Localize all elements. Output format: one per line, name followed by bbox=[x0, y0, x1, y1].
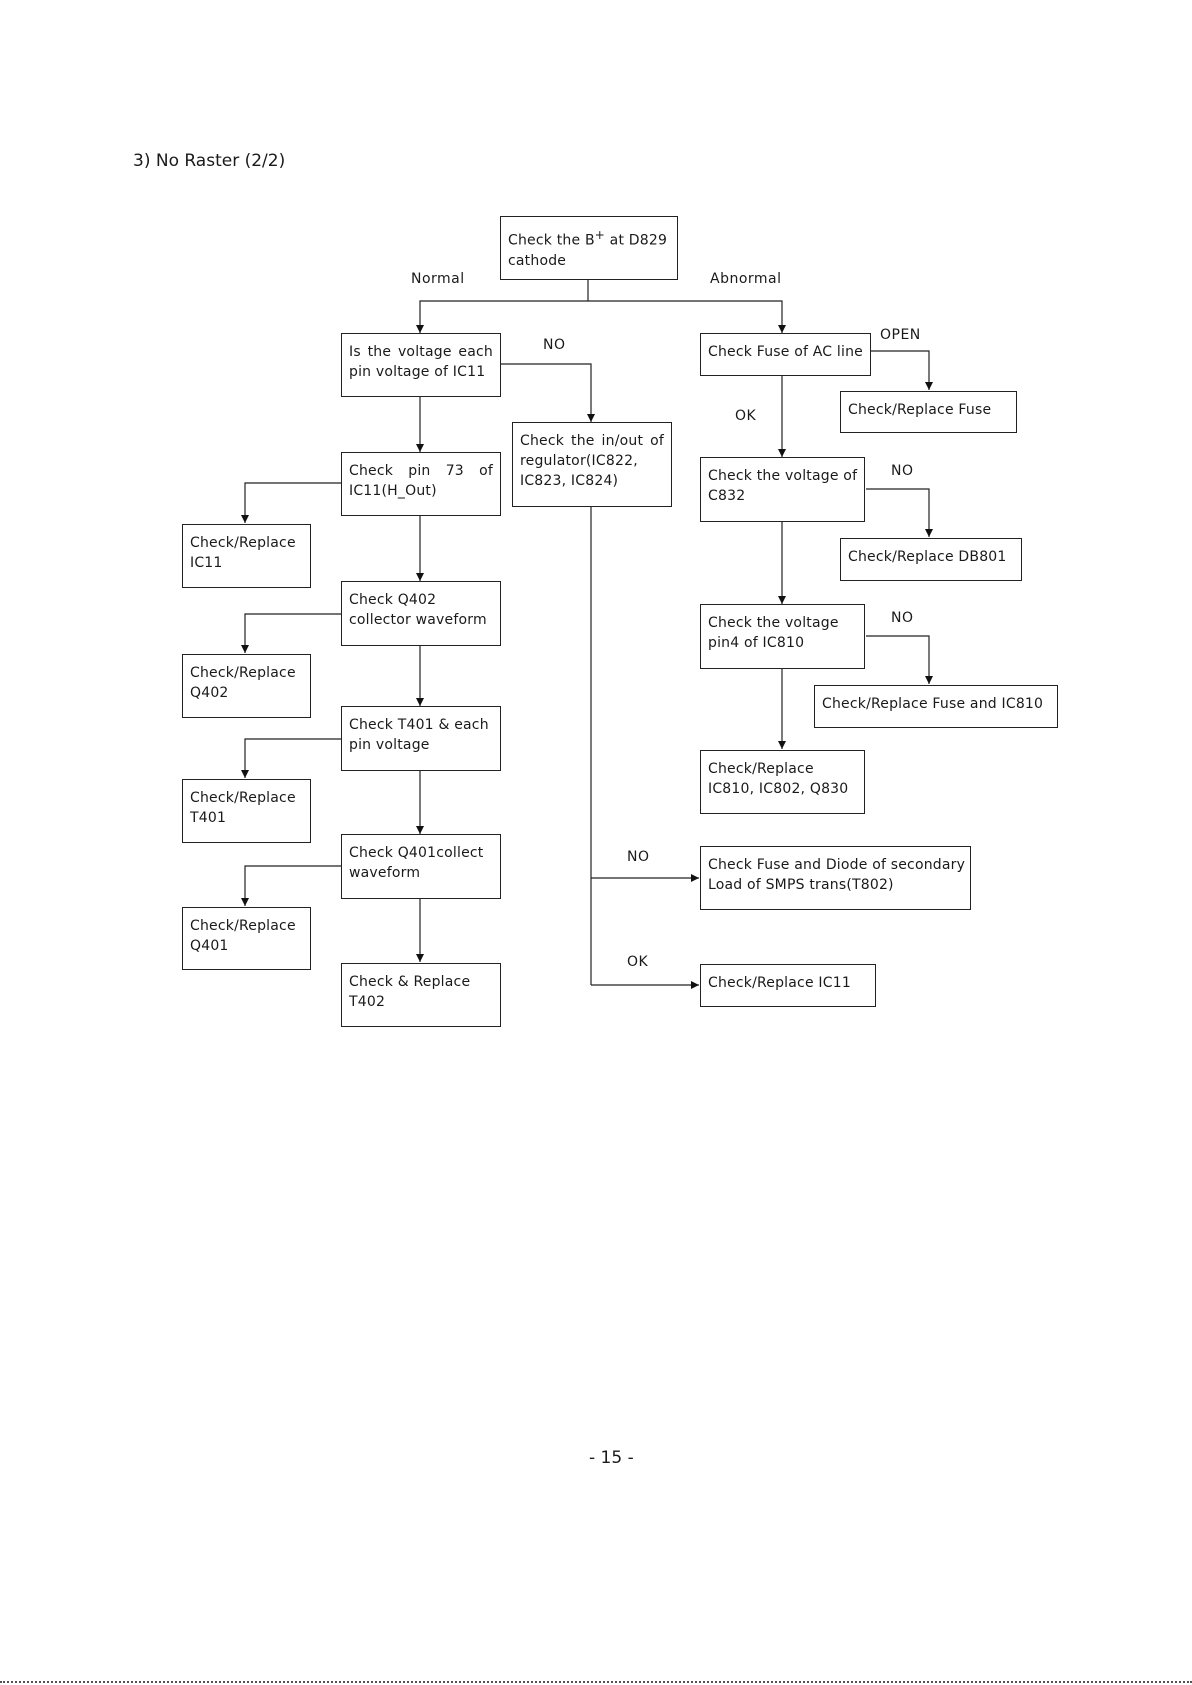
label-no-c832: NO bbox=[891, 463, 914, 479]
fuse-ac-line1: Check Fuse of AC line bbox=[708, 344, 864, 360]
label-no-fuse-diode: NO bbox=[627, 849, 650, 865]
fuse-diode-line1: Check Fuse and Diode of secondary bbox=[708, 857, 966, 873]
replace-ic810-line2: IC810, IC802, Q830 bbox=[708, 781, 849, 797]
replace-fuse-ic810-line1: Check/Replace Fuse and IC810 bbox=[822, 696, 1044, 712]
q402-line2: collector waveform bbox=[349, 612, 487, 628]
c832-line1: Check the voltage of bbox=[708, 468, 858, 484]
regulator-line3: IC823, IC824) bbox=[520, 473, 619, 489]
replace-fuse-line1: Check/Replace Fuse bbox=[848, 402, 992, 418]
replace-q402-line2: Q402 bbox=[190, 685, 229, 701]
c832-box: Check the voltage of C832 bbox=[700, 457, 865, 522]
label-abnormal: Abnormal bbox=[710, 271, 782, 287]
t401-line1: Check T401 & each bbox=[349, 717, 489, 733]
connector-q401-to-replace-q401 bbox=[241, 865, 341, 906]
q401-line2: waveform bbox=[349, 865, 421, 881]
regulator-line2: regulator(IC822, bbox=[520, 453, 638, 469]
bottom-rule bbox=[0, 1681, 1192, 1683]
label-ok-ic11: OK bbox=[627, 954, 649, 970]
replace-fuse-ic810-box: Check/Replace Fuse and IC810 bbox=[814, 685, 1058, 728]
page-title: 3) No Raster (2/2) bbox=[133, 151, 286, 171]
t401-line2: pin voltage bbox=[349, 737, 430, 753]
replace-ic810-box: Check/Replace IC810, IC802, Q830 bbox=[700, 750, 865, 814]
start-box-superscript: + bbox=[594, 228, 606, 242]
label-no-ic810: NO bbox=[891, 610, 914, 626]
c832-line2: C832 bbox=[708, 488, 746, 504]
connector-q402-to-replace-q402 bbox=[241, 613, 341, 653]
replace-db801-line1: Check/Replace DB801 bbox=[848, 549, 1007, 565]
label-ok-fuse: OK bbox=[735, 408, 757, 424]
replace-q401-line1: Check/Replace bbox=[190, 918, 296, 934]
fuse-diode-line2: Load of SMPS trans(T802) bbox=[708, 877, 894, 893]
fuse-diode-box: Check Fuse and Diode of secondary Load o… bbox=[700, 846, 971, 910]
replace-t401-box: Check/Replace T401 bbox=[182, 779, 311, 843]
ic810-pin4-box: Check the voltage pin4 of IC810 bbox=[700, 604, 865, 669]
replace-t402-line1: Check & Replace bbox=[349, 974, 471, 990]
pin73-box: Check pin 73 of IC11(H_Out) bbox=[341, 452, 501, 516]
replace-ic11-line2: IC11 bbox=[190, 555, 223, 571]
ic11-voltage-line2: pin voltage of IC11 bbox=[349, 364, 486, 380]
replace-ic11-b-line1: Check/Replace IC11 bbox=[708, 975, 851, 991]
replace-t402-line2: T402 bbox=[349, 994, 386, 1010]
q402-box: Check Q402 collector waveform bbox=[341, 581, 501, 646]
ic810-pin4-line1: Check the voltage bbox=[708, 615, 839, 631]
start-box-text-a: Check the B bbox=[508, 232, 595, 249]
t401-box: Check T401 & each pin voltage bbox=[341, 706, 501, 771]
replace-t402-box: Check & Replace T402 bbox=[341, 963, 501, 1027]
connector-ic810-to-replace bbox=[866, 635, 933, 684]
replace-ic11-box: Check/Replace IC11 bbox=[182, 524, 311, 588]
ic11-voltage-box: Is the voltage each pin voltage of IC11 bbox=[341, 333, 501, 397]
replace-q402-box: Check/Replace Q402 bbox=[182, 654, 311, 718]
connector-c832-to-db801 bbox=[866, 488, 933, 537]
replace-q402-line1: Check/Replace bbox=[190, 665, 296, 681]
q402-line1: Check Q402 bbox=[349, 592, 437, 608]
replace-db801-box: Check/Replace DB801 bbox=[840, 538, 1022, 581]
replace-t401-line2: T401 bbox=[190, 810, 227, 826]
q401-line1: Check Q401collect bbox=[349, 845, 484, 861]
pin73-line1: Check pin 73 of bbox=[349, 463, 493, 479]
connector-t401-to-replace-t401 bbox=[241, 738, 341, 778]
page-number: - 15 - bbox=[589, 1448, 634, 1468]
start-box-text-b: at D829 bbox=[605, 232, 668, 249]
connector-fuse-to-replace-fuse bbox=[870, 350, 933, 390]
q401-box: Check Q401collect waveform bbox=[341, 834, 501, 899]
connector-pin73-to-replace-ic11 bbox=[241, 482, 341, 523]
fuse-ac-box: Check Fuse of AC line bbox=[700, 333, 871, 376]
label-no-regulator: NO bbox=[543, 337, 566, 353]
start-box-line2: cathode bbox=[508, 252, 567, 269]
connector-start-split bbox=[416, 280, 589, 333]
ic11-voltage-line1: Is the voltage each bbox=[349, 344, 493, 360]
replace-q401-line2: Q401 bbox=[190, 938, 229, 954]
connector-start-abnormal bbox=[588, 300, 786, 333]
pin73-line2: IC11(H_Out) bbox=[349, 483, 437, 499]
replace-ic11-b-box: Check/Replace IC11 bbox=[700, 964, 876, 1007]
replace-ic11-line1: Check/Replace bbox=[190, 535, 296, 551]
replace-t401-line1: Check/Replace bbox=[190, 790, 296, 806]
label-open: OPEN bbox=[880, 327, 921, 343]
start-box: Check the B+ at D829 cathode bbox=[500, 216, 678, 280]
regulator-line1: Check the in/out of bbox=[520, 433, 664, 449]
replace-q401-box: Check/Replace Q401 bbox=[182, 907, 311, 970]
replace-ic810-line1: Check/Replace bbox=[708, 761, 814, 777]
replace-fuse-box: Check/Replace Fuse bbox=[840, 391, 1017, 433]
label-normal: Normal bbox=[411, 271, 465, 287]
ic810-pin4-line2: pin4 of IC810 bbox=[708, 635, 805, 651]
connector-ic11-to-regulator bbox=[500, 363, 595, 422]
regulator-box: Check the in/out of regulator(IC822, IC8… bbox=[512, 422, 672, 507]
